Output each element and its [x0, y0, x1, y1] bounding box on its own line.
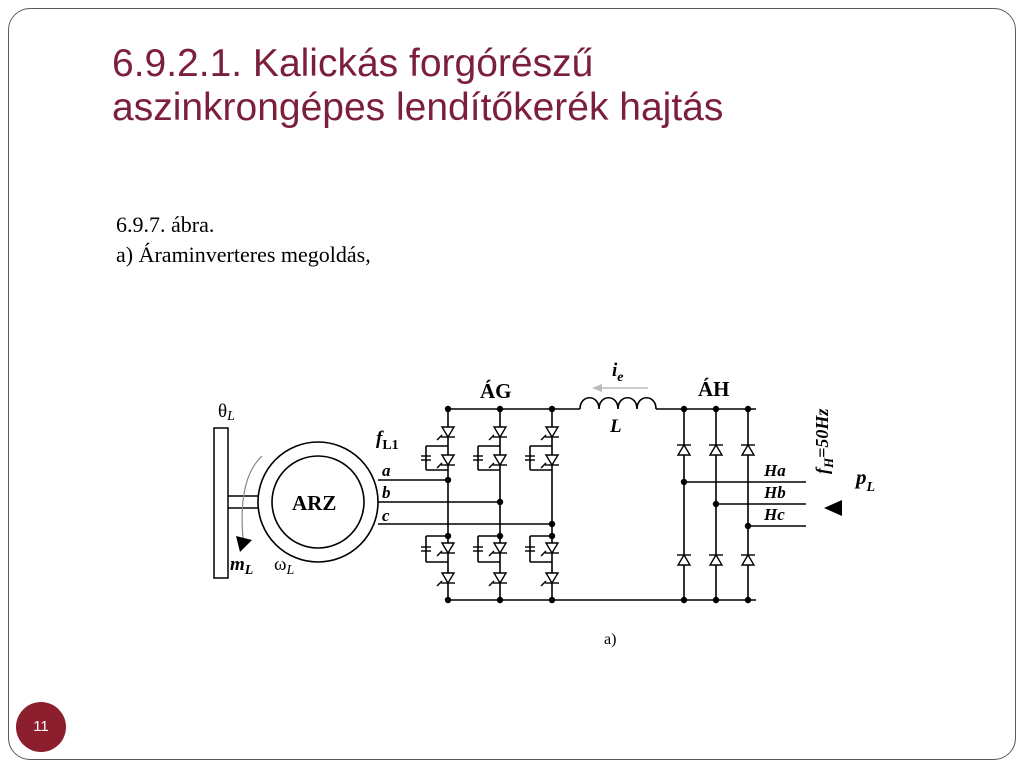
grid-c-label: Hc [763, 505, 785, 524]
title-line-1: 6.9.2.1. Kalickás forgórészű [112, 42, 594, 85]
diode [740, 443, 756, 456]
junction-dot [744, 405, 752, 413]
junction-dot [496, 498, 504, 506]
title-line-2: aszinkrongépes lendítőkerék hajtás [112, 86, 724, 129]
thyristor-gate [436, 580, 443, 587]
junction-dot [744, 596, 752, 604]
junction-dot [496, 532, 504, 540]
junction-dot [548, 596, 556, 604]
thyristor [544, 454, 560, 467]
grid-frequency-label: fH=50Hz [812, 409, 836, 474]
junction-dot [548, 532, 556, 540]
junction-dot [744, 522, 752, 530]
diode [676, 553, 692, 566]
thyristor-gate [436, 550, 443, 557]
flywheel [213, 427, 229, 579]
diode [740, 553, 756, 566]
thyristor-gate [436, 434, 443, 441]
thyristor-gate [540, 550, 547, 557]
power-label: pL [854, 465, 875, 495]
thyristor-gate [488, 434, 495, 441]
diode [708, 443, 724, 456]
thyristor [544, 426, 560, 439]
thyristor-gate [488, 462, 495, 469]
phase-a-label: a [382, 461, 391, 480]
thyristor [492, 454, 508, 467]
thyristor [440, 572, 456, 585]
caption-line-2: a) Áraminverteres megoldás, [116, 242, 371, 267]
thyristor [440, 454, 456, 467]
junction-dot [680, 478, 688, 486]
rotation-arrowhead [236, 536, 252, 552]
thyristor [492, 542, 508, 555]
junction-dot [548, 520, 556, 528]
diode [676, 443, 692, 456]
thyristor-gate [488, 550, 495, 557]
slide-title: 6.9.2.1. Kalickás forgórészű aszinkrongé… [112, 42, 992, 130]
page-number-badge: 11 [16, 702, 66, 752]
phase-c-label: c [382, 506, 390, 525]
slide-frame [8, 8, 1016, 760]
thyristor [544, 542, 560, 555]
junction-dot [712, 500, 720, 508]
junction-dot [680, 405, 688, 413]
torque-label: mL [230, 554, 253, 578]
phase-b-label: b [382, 483, 391, 502]
grid-b-label: Hb [763, 483, 786, 502]
inductor-label: L [609, 416, 622, 437]
machine-label: ARZ [292, 491, 336, 515]
figure-sublabel: a) [604, 631, 616, 648]
thyristor [544, 572, 560, 585]
junction-dot [548, 405, 556, 413]
caption-line-1: 6.9.7. ábra. [116, 212, 215, 237]
thyristor [492, 572, 508, 585]
current-arrowhead [592, 384, 602, 392]
junction-dot [444, 405, 452, 413]
rectifier-h-label: ÁH [698, 377, 730, 401]
junction-dot [496, 596, 504, 604]
theta-label: θL [218, 401, 235, 424]
thyristor-gate [540, 434, 547, 441]
thyristor [440, 426, 456, 439]
rectifier-g-label: ÁG [480, 379, 512, 403]
machine-inner-ring [271, 455, 365, 549]
power-arrowhead [824, 500, 842, 516]
junction-dot [680, 596, 688, 604]
junction-dot [444, 532, 452, 540]
junction-dot [712, 405, 720, 413]
rotation-arrow [241, 455, 263, 549]
diode [708, 553, 724, 566]
figure-caption: 6.9.7. ábra. a) Áraminverteres megoldás, [116, 210, 371, 270]
thyristor-gate [436, 462, 443, 469]
junction-dot [444, 596, 452, 604]
thyristor [440, 542, 456, 555]
current-label: ie [612, 360, 624, 385]
junction-dot [444, 476, 452, 484]
junction-dot [712, 596, 720, 604]
thyristor-gate [540, 580, 547, 587]
grid-a-label: Ha [763, 461, 786, 480]
frequency-l-label: fL1 [376, 428, 399, 453]
thyristor-gate [488, 580, 495, 587]
inductor-coil [579, 396, 657, 410]
junction-dot [496, 405, 504, 413]
thyristor-gate [540, 462, 547, 469]
thyristor [492, 426, 508, 439]
omega-label: ωL [274, 554, 295, 578]
